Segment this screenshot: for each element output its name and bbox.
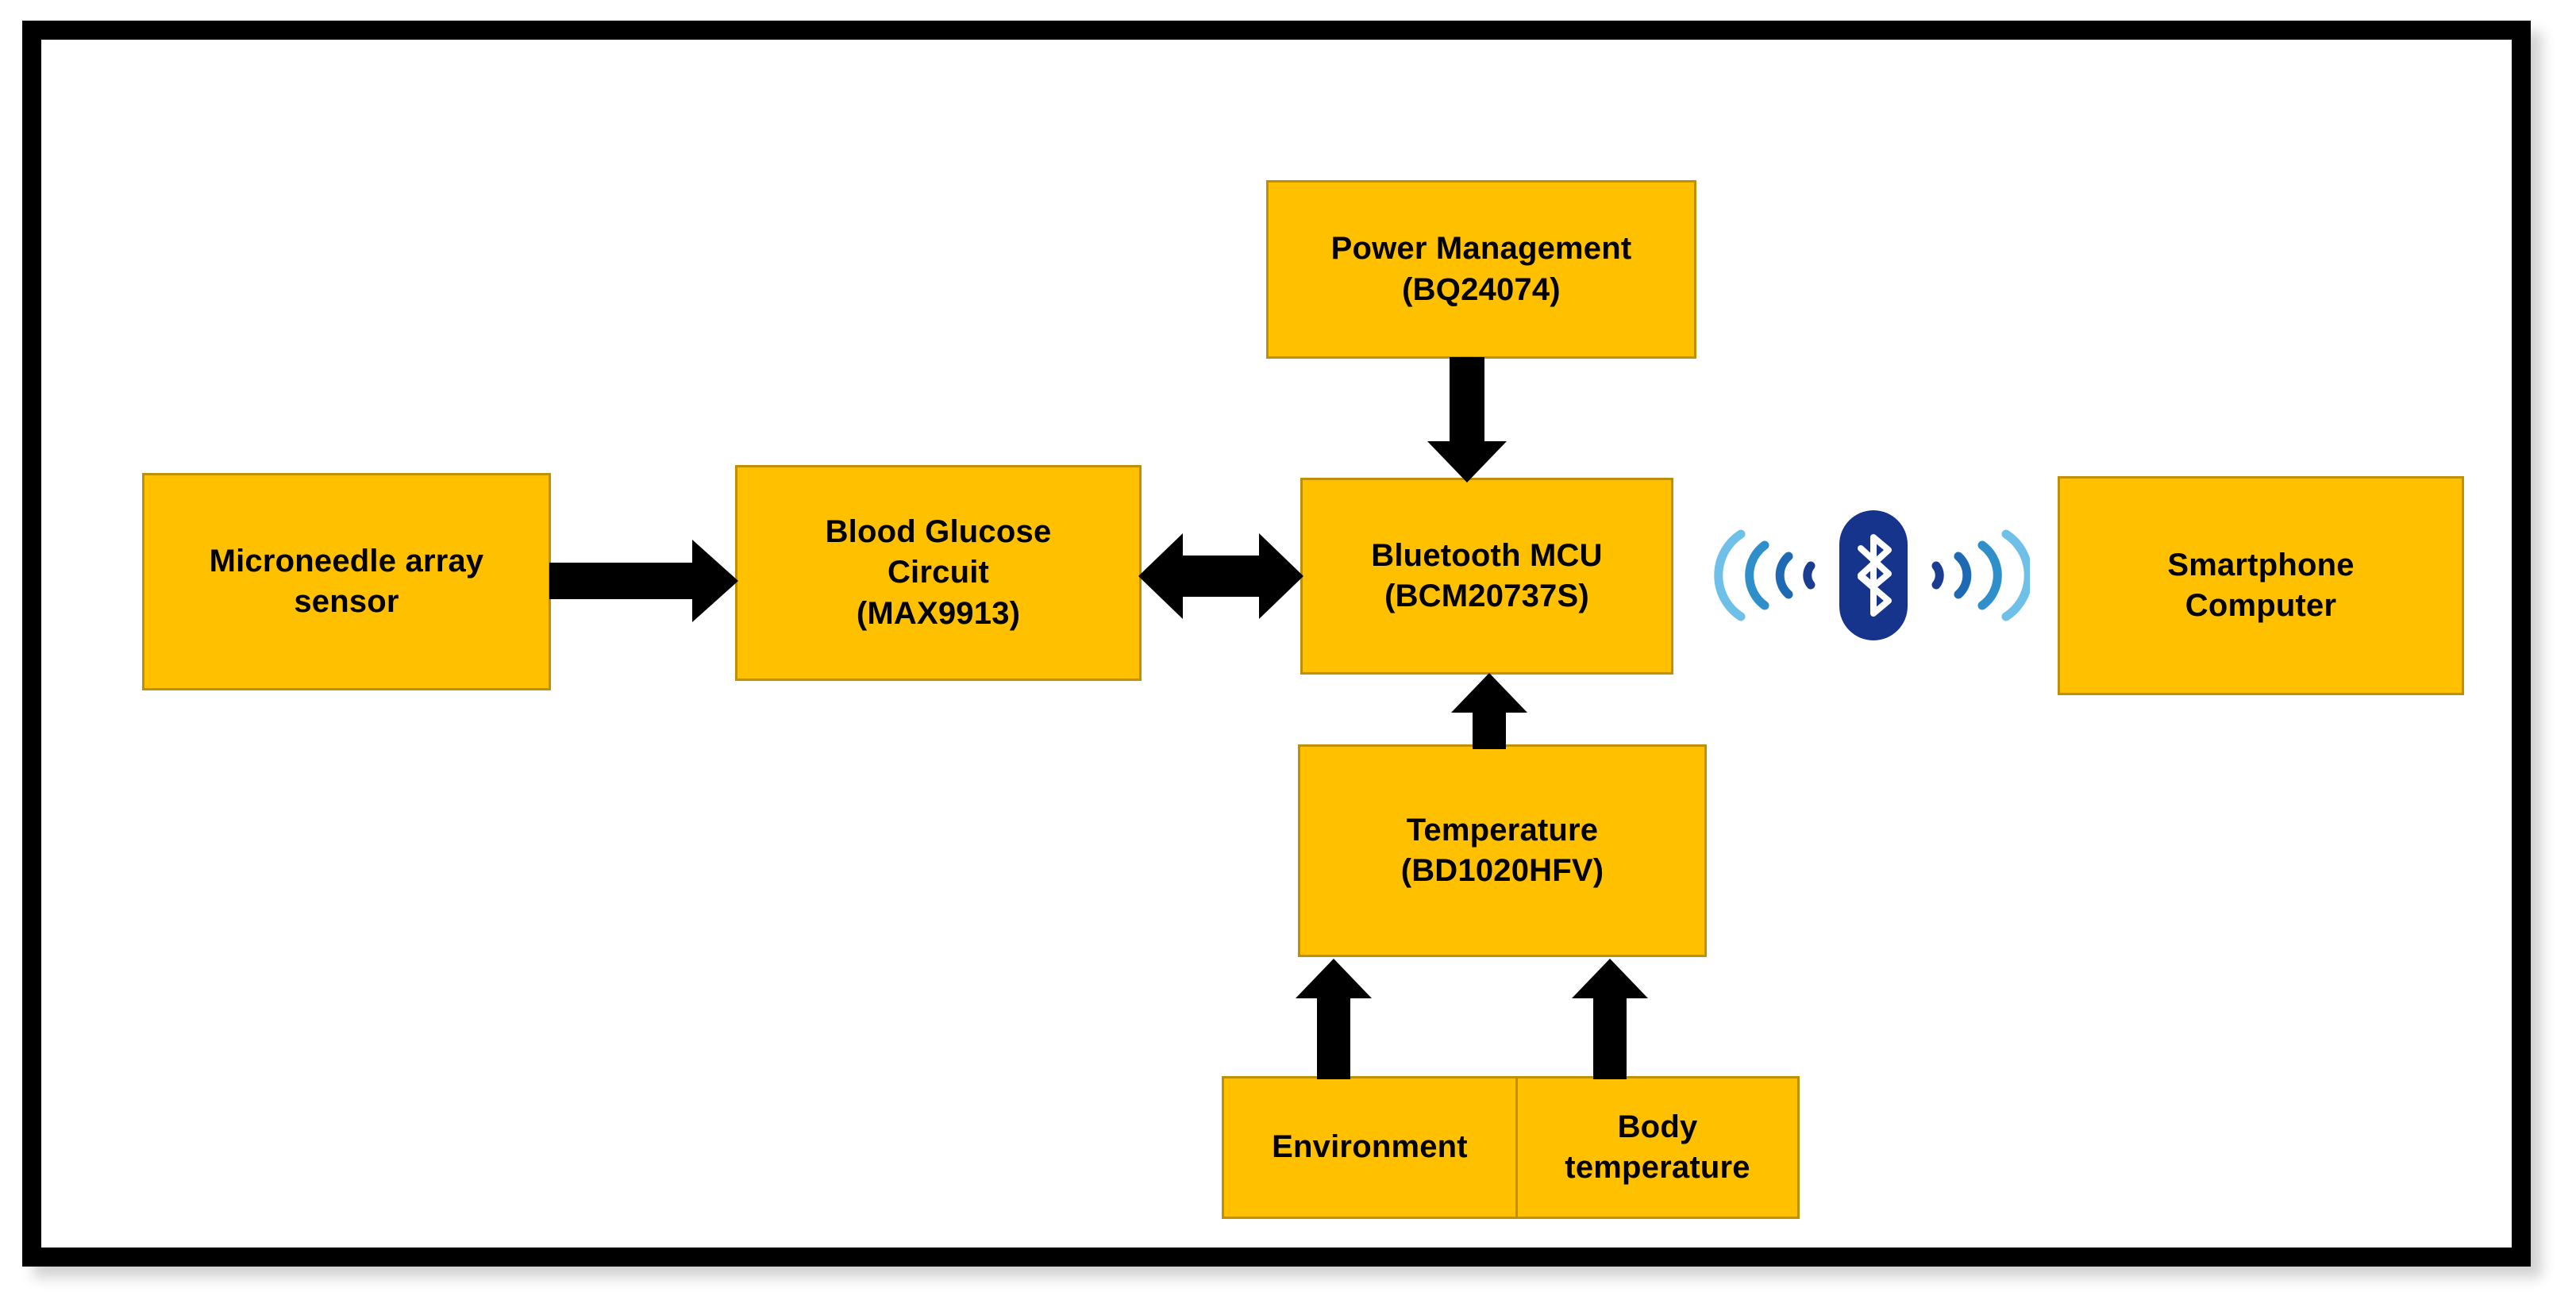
block-label: Microneedle array sensor [152, 541, 541, 622]
block-line-3: (MAX9913) [856, 595, 1021, 631]
arrow-shaft [1593, 994, 1627, 1079]
arrow-temperature-to-mcu [1451, 673, 1527, 749]
arrow-shaft [549, 563, 696, 599]
arrow-head-left [1138, 533, 1183, 619]
block-line-2: Circuit [887, 555, 990, 590]
block-label: Power Management (BQ24074) [1276, 229, 1686, 309]
block-label: Blood Glucose Circuit (MAX9913) [745, 512, 1131, 634]
block-line-2: (BD1020HFV) [1400, 853, 1604, 888]
arrow-head-right [1259, 533, 1303, 619]
bluetooth-wireless-link [1712, 496, 2030, 655]
block-label: Bluetooth MCU (BCM20737S) [1311, 536, 1663, 617]
arrow-shaft [1178, 556, 1264, 597]
block-line-2: (BQ24074) [1402, 271, 1561, 307]
block-label: Smartphone Computer [2068, 545, 2454, 626]
arrow-head-right [692, 540, 738, 622]
block-label: Temperature (BD1020HFV) [1308, 810, 1696, 891]
block-line-2: temperature [1565, 1150, 1750, 1185]
block-label: Body temperature [1526, 1107, 1789, 1188]
block-line-2: (BCM20737S) [1384, 579, 1589, 613]
block-smartphone-computer[interactable]: Smartphone Computer [2058, 476, 2464, 695]
arrow-head-up [1572, 959, 1648, 998]
block-bluetooth-mcu[interactable]: Bluetooth MCU (BCM20737S) [1300, 478, 1673, 675]
arrow-power-to-mcu [1427, 357, 1507, 482]
bluetooth-rune [1858, 534, 1892, 617]
arrow-shaft [1317, 994, 1350, 1079]
block-line-2: Computer [2185, 588, 2337, 623]
block-line-1: Smartphone [2167, 547, 2355, 582]
arrow-head-up [1296, 959, 1372, 998]
block-line-1: Body [1617, 1109, 1698, 1144]
block-line-1: Power Management [1330, 231, 1632, 267]
arrow-head-up [1451, 673, 1527, 713]
signal-arcs-left [1714, 529, 1816, 621]
block-line-1: Microneedle array [209, 543, 484, 579]
arrow-environment-to-temperature [1296, 959, 1372, 1079]
arrow-shaft [1473, 708, 1506, 749]
block-line-1: Bluetooth MCU [1371, 537, 1603, 573]
arrow-microneedle-to-glucose [549, 540, 738, 622]
diagram-frame: Microneedle array sensor Blood Glucose C… [22, 21, 2531, 1267]
block-line-1: Environment [1272, 1129, 1468, 1165]
block-microneedle-array-sensor[interactable]: Microneedle array sensor [142, 473, 551, 690]
block-line-2: sensor [294, 584, 399, 619]
block-line-1: Blood Glucose [825, 514, 1052, 550]
block-power-management[interactable]: Power Management (BQ24074) [1266, 180, 1696, 359]
block-environment[interactable]: Environment [1222, 1076, 1518, 1219]
block-blood-glucose-circuit[interactable]: Blood Glucose Circuit (MAX9913) [735, 465, 1142, 681]
block-line-1: Temperature [1406, 812, 1599, 848]
arrow-bodytemp-to-temperature [1572, 959, 1648, 1079]
block-temperature-sensor[interactable]: Temperature (BD1020HFV) [1298, 744, 1707, 957]
block-body-temperature[interactable]: Body temperature [1515, 1076, 1800, 1219]
arrow-shaft [1450, 357, 1484, 444]
bluetooth-icon [1714, 510, 2030, 640]
arrow-glucose-to-mcu-bidirectional [1138, 533, 1303, 619]
arrow-head-down [1427, 441, 1507, 482]
signal-arcs-right [1931, 529, 2030, 621]
block-label: Environment [1232, 1127, 1507, 1167]
